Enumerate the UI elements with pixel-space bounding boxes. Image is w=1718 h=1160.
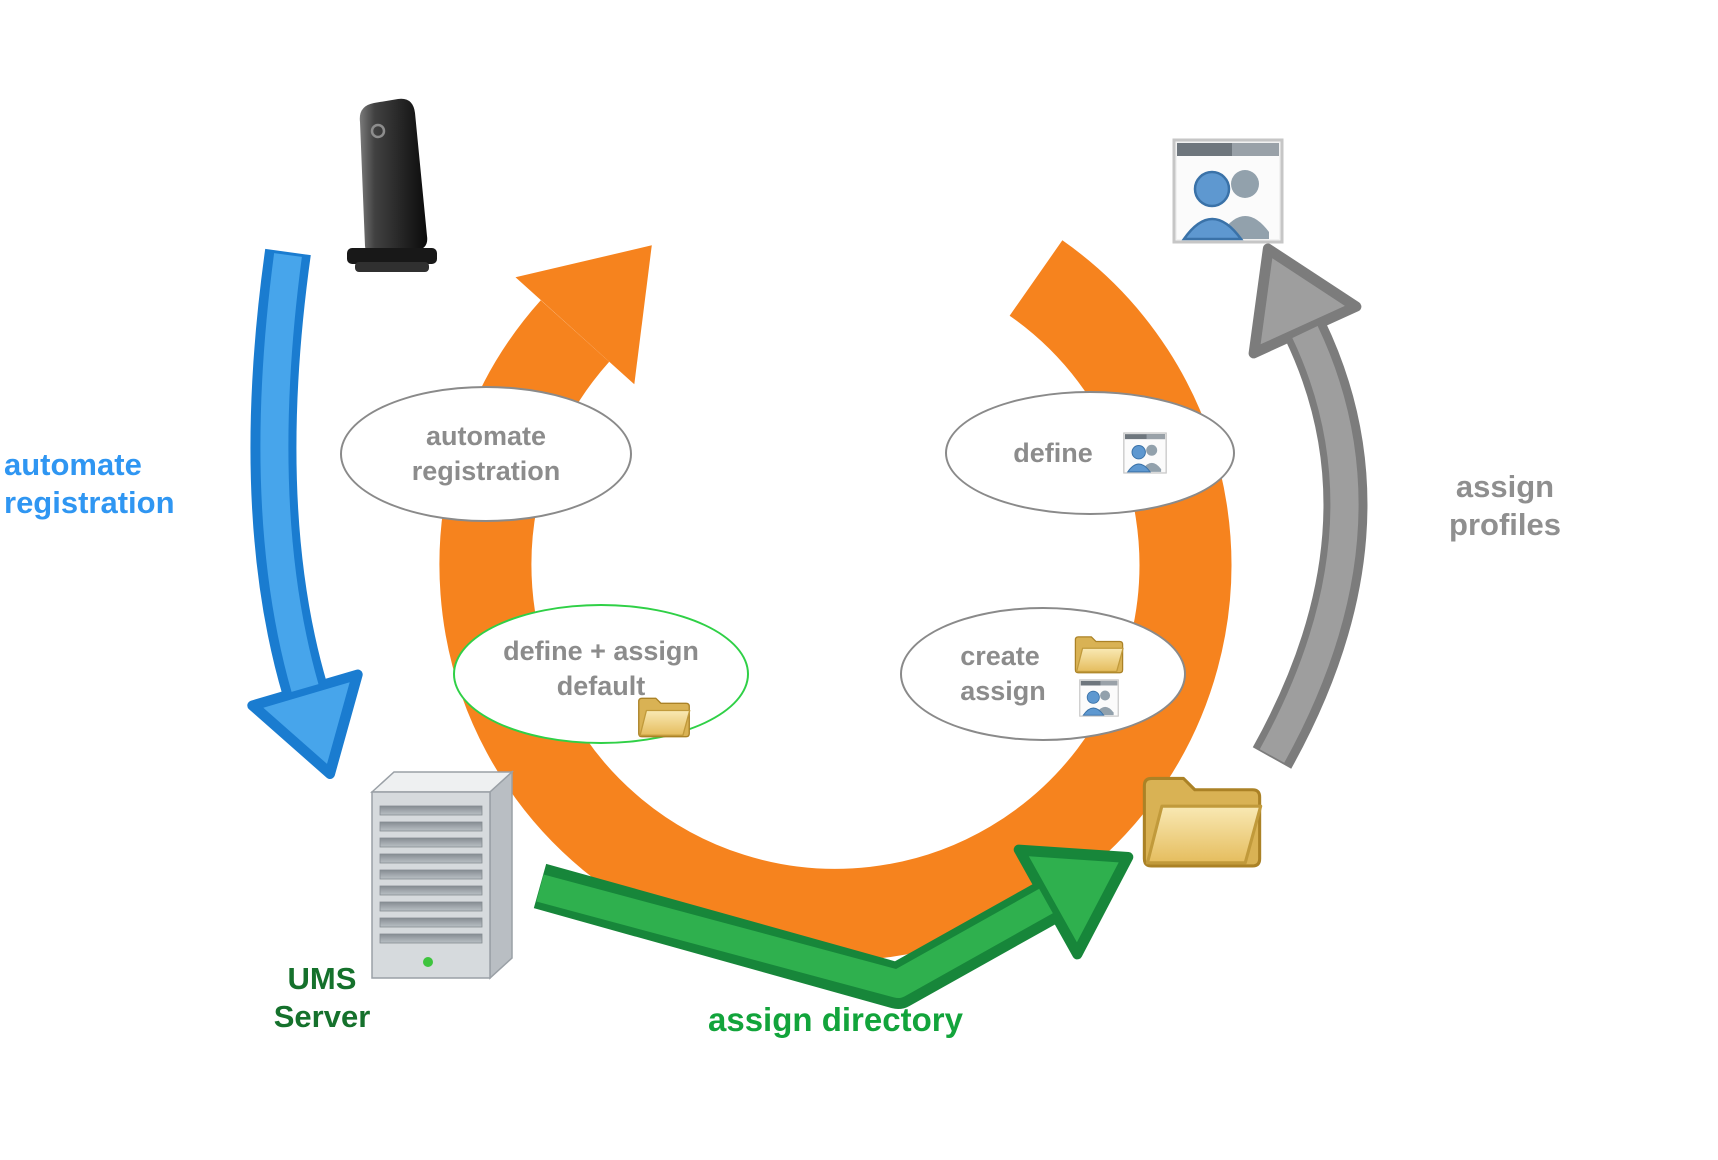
assign-profiles-arrow-icon	[1248, 243, 1368, 769]
folder-mini-icon	[638, 697, 691, 738]
cycle-arrowhead-icon	[515, 245, 652, 385]
cycle-arrow	[439, 240, 1232, 961]
label-automate-registration: automate registration	[4, 447, 175, 521]
bubble-automate-registration-label: automate registration	[411, 421, 561, 486]
cycle-arc	[439, 240, 1232, 961]
bubble-define-label: define	[1013, 437, 1093, 468]
automate-registration-arrow-icon	[247, 248, 363, 779]
label-assign-profiles: assign profiles	[1449, 469, 1561, 543]
user-profiles-mini-icon	[1078, 679, 1119, 717]
server-tower-icon	[370, 770, 514, 980]
server-led	[423, 957, 433, 967]
label-ums-server: UMS Server	[273, 961, 371, 1035]
thin-client-device-icon	[347, 98, 437, 272]
assign-directory-arrow-icon	[533, 844, 1134, 1009]
user-profiles-mini-icon	[1122, 432, 1167, 474]
user-profiles-window-icon	[1172, 138, 1284, 244]
bubble-create-assign: create assign	[900, 607, 1186, 741]
bubble-create-assign-icons	[1072, 631, 1126, 717]
bubble-define-assign-default-label: define + assign default	[503, 636, 699, 701]
bubble-automate-registration: automate registration	[340, 386, 632, 522]
bubble-create-assign-label: create assign	[960, 641, 1046, 706]
folder-icon	[1142, 776, 1263, 868]
folder-mini-icon	[1074, 636, 1124, 674]
server-vents	[379, 805, 483, 944]
bubble-define-assign-default: define + assign default	[453, 604, 749, 744]
bubble-define: define	[945, 391, 1235, 515]
label-assign-directory: assign directory	[708, 1001, 963, 1038]
